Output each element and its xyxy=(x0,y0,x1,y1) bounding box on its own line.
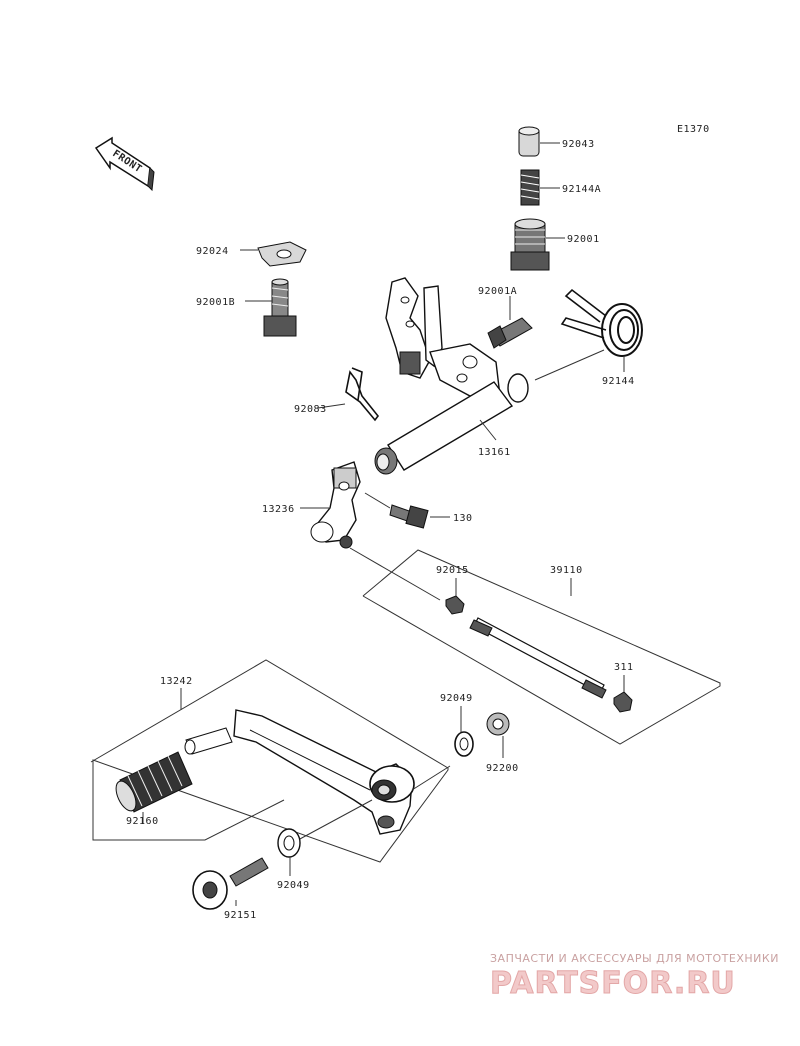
label-13236: 13236 xyxy=(262,504,295,515)
part-13236-lever xyxy=(310,461,361,549)
part-92001b-bolt xyxy=(263,278,297,337)
part-92083-clip xyxy=(345,367,380,422)
part-92144a-spring xyxy=(520,169,540,206)
label-92049-lower: 92049 xyxy=(277,880,310,891)
watermark-caption: ЗАПЧАСТИ И АКСЕССУАРЫ ДЛЯ МОТОТЕХНИКИ xyxy=(490,952,779,965)
label-92001: 92001 xyxy=(567,234,600,245)
part-13161-shift-shaft xyxy=(374,277,529,475)
label-92015: 92015 xyxy=(436,565,469,576)
label-92001a: 92001A xyxy=(478,286,517,297)
part-92049-washer-upper xyxy=(454,731,474,757)
part-92160-rubber xyxy=(115,751,193,813)
part-92151-bolt xyxy=(192,857,269,910)
label-130: 130 xyxy=(453,513,473,524)
label-92144a: 92144A xyxy=(562,184,601,195)
label-39110: 39110 xyxy=(550,565,583,576)
part-92001a-stud xyxy=(487,317,533,349)
label-92160: 92160 xyxy=(126,816,159,827)
label-92200: 92200 xyxy=(486,763,519,774)
part-311-nut xyxy=(613,691,633,713)
part-92049-washer-lower xyxy=(277,828,301,858)
part-92144-spring xyxy=(560,288,643,357)
label-92144: 92144 xyxy=(602,376,635,387)
part-tie-rod xyxy=(469,617,607,699)
label-13161: 13161 xyxy=(478,447,511,458)
label-92049-upper: 92049 xyxy=(440,693,473,704)
part-13242-pedal xyxy=(184,709,415,835)
part-130-bolt xyxy=(389,504,429,529)
group-39110-outline xyxy=(362,549,721,745)
part-92200-washer xyxy=(486,712,510,736)
part-92015-nut xyxy=(445,595,465,615)
label-92151: 92151 xyxy=(224,910,257,921)
label-92001b: 92001B xyxy=(196,297,235,308)
front-arrow-icon: FRONT xyxy=(94,136,155,192)
watermark-logo: PARTSFOR.RU xyxy=(490,966,736,1001)
group-13242-outline xyxy=(90,659,449,863)
label-311: 311 xyxy=(614,662,634,673)
part-92024-washer xyxy=(257,241,307,267)
label-92043: 92043 xyxy=(562,139,595,150)
label-92024: 92024 xyxy=(196,246,229,257)
part-92001-bolt xyxy=(510,218,550,271)
diagram-code: E1370 xyxy=(677,124,710,135)
label-92083: 92083 xyxy=(294,404,327,415)
label-13242: 13242 xyxy=(160,676,193,687)
part-92043-cap xyxy=(518,126,540,157)
